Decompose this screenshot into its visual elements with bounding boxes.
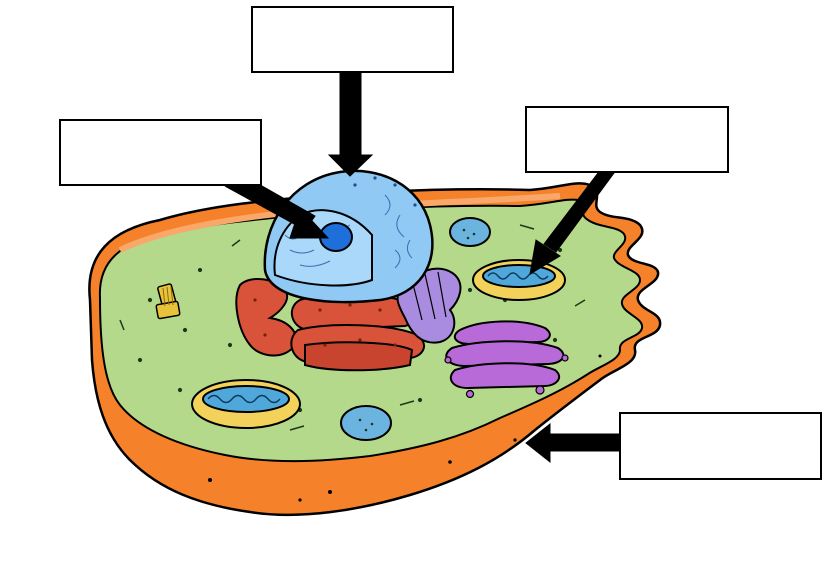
label-box-cell-membrane[interactable] [619, 412, 822, 480]
arrows [224, 72, 621, 464]
arrow-to-nucleolus [224, 185, 330, 239]
arrow-to-membrane [525, 422, 621, 464]
mitochondrion-right [472, 259, 566, 301]
label-box-nucleolus[interactable] [59, 119, 262, 186]
golgi-apparatus [444, 320, 569, 399]
centrioles [155, 283, 181, 320]
label-box-nucleus[interactable] [251, 6, 454, 73]
rough-endoplasmic-reticulum [235, 278, 425, 372]
label-box-mitochondrion[interactable] [525, 106, 729, 173]
arrow-to-mitochondrion [529, 172, 615, 275]
mitochondrion-left [191, 379, 301, 429]
vesicle-top [449, 217, 491, 247]
vesicle-bottom [340, 405, 392, 441]
arrow-to-nucleus [327, 72, 374, 177]
